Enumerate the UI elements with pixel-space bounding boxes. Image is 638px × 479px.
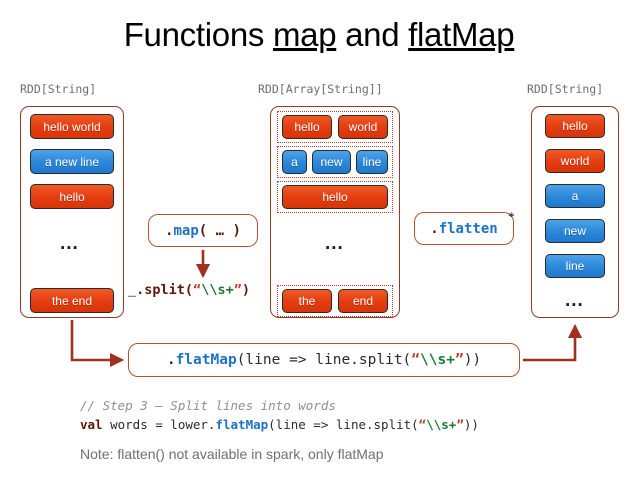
- code-block: // Step 3 – Split lines into words val w…: [80, 396, 479, 435]
- split-annotation: _.split(“\\s+”): [128, 282, 250, 298]
- page-title: Functions map and flatMap: [0, 16, 638, 54]
- ellipsis-middle: ...: [325, 233, 344, 254]
- chip-right-2: a: [545, 184, 605, 208]
- code-comment-line: // Step 3 – Split lines into words: [80, 398, 336, 413]
- chip-mid-1-0: a: [282, 150, 307, 174]
- title-keyword-map: map: [272, 16, 337, 53]
- arrow-flatmap-to-right: [523, 323, 583, 362]
- flatten-name: flatten: [438, 220, 498, 237]
- code-binding: words = lower.: [102, 417, 216, 433]
- footnote-note: Note: flatten() not available in spark, …: [80, 446, 384, 462]
- rdd-type-label-middle: RDD[Array[String]]: [258, 82, 383, 96]
- split-quote-close: ”: [233, 282, 242, 298]
- flatmap-name: flatMap: [175, 352, 237, 368]
- split-underscore: _: [128, 282, 137, 298]
- chip-mid-1-1: new: [312, 150, 351, 174]
- rdd-type-label-right: RDD[String]: [527, 82, 604, 96]
- map-name: map: [173, 222, 199, 239]
- flatmap-open: (line => line.split(: [236, 352, 412, 368]
- chip-right-1: world: [545, 149, 605, 173]
- code-close: )): [463, 417, 479, 433]
- chip-left-1: a new line: [30, 149, 114, 174]
- code-quote-open: “: [418, 417, 427, 433]
- code-regex: \\s+: [426, 417, 457, 433]
- flatmap-quote-open: “: [411, 352, 421, 368]
- code-quote-close: ”: [456, 417, 464, 433]
- title-prefix: Functions: [123, 16, 273, 53]
- chip-right-0: hello: [545, 114, 605, 138]
- ellipsis-left: ...: [60, 233, 79, 254]
- code-keyword-val: val: [80, 417, 103, 433]
- rdd-type-label-left: RDD[String]: [20, 82, 97, 96]
- code-method-flatmap: flatMap: [215, 417, 269, 433]
- title-middle: and: [336, 16, 409, 53]
- map-callout-box[interactable]: .map( … ): [148, 214, 258, 247]
- code-open: (line => line.split(: [268, 417, 419, 433]
- flatmap-close: )): [463, 352, 482, 368]
- chip-left-0: hello world: [30, 114, 114, 139]
- chip-mid-0-1: world: [338, 115, 388, 139]
- map-dot: .: [165, 222, 174, 239]
- flatten-callout-box[interactable]: .flatten: [414, 212, 514, 245]
- rdd-container-left: [20, 106, 124, 318]
- code-statement-line: val words = lower.flatMap(line => line.s…: [80, 415, 479, 434]
- flatmap-quote-close: ”: [454, 352, 464, 368]
- chip-mid-3-0: the: [282, 289, 332, 313]
- split-close-paren: ): [241, 282, 250, 298]
- arrow-left-to-flatmap: [70, 320, 125, 368]
- chip-mid-0-0: hello: [282, 115, 332, 139]
- chip-right-3: new: [545, 219, 605, 243]
- flatmap-dot: .: [166, 352, 176, 368]
- chip-right-4: line: [545, 254, 605, 278]
- split-method: .split(: [136, 282, 194, 298]
- flatmap-callout-box[interactable]: .flatMap(line => line.split(“\\s+”)): [128, 343, 520, 377]
- chip-left-2: hello: [30, 184, 114, 209]
- title-keyword-flatmap: flatMap: [408, 16, 515, 53]
- flatmap-regex: \\s+: [420, 352, 455, 368]
- chip-mid-1-2: line: [356, 150, 388, 174]
- flatten-dot: .: [430, 220, 439, 237]
- chip-mid-3-1: end: [338, 289, 388, 313]
- split-quote-open: “: [193, 282, 202, 298]
- ellipsis-right: ...: [565, 290, 584, 311]
- flatten-footnote-asterisk: *: [508, 209, 515, 224]
- chip-left-3: the end: [30, 288, 114, 313]
- chip-mid-2-0: hello: [282, 185, 388, 209]
- split-regex: \\s+: [201, 282, 234, 298]
- rdd-container-right: [531, 106, 619, 318]
- map-args: ( … ): [198, 222, 241, 239]
